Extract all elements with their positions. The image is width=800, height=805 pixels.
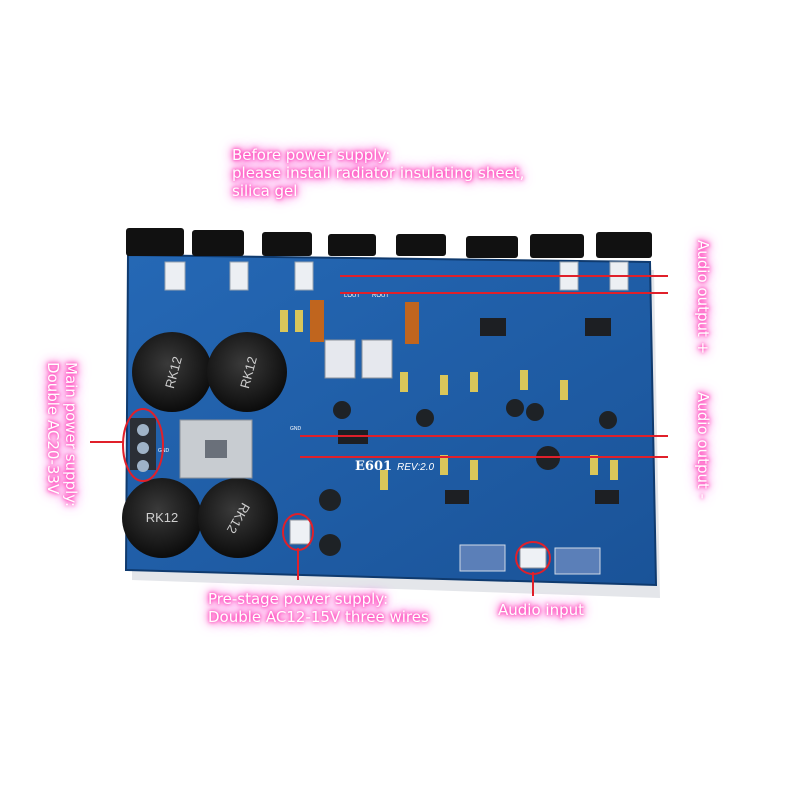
power-transistors bbox=[126, 228, 652, 258]
filter-capacitors: RK12 RK12 RK12 RK12 bbox=[122, 332, 287, 558]
svg-text:LOUT: LOUT bbox=[344, 293, 360, 299]
small-components bbox=[280, 310, 618, 490]
main-power-terminal bbox=[130, 418, 156, 472]
svg-text:GND: GND bbox=[290, 426, 302, 432]
audio-output-plus-note: Audio output + bbox=[694, 240, 712, 355]
heatsink-note: Before power supply: please install radi… bbox=[232, 146, 525, 200]
audio-output-minus-note: Audio output - bbox=[694, 392, 712, 500]
svg-text:ROUT: ROUT bbox=[372, 293, 389, 299]
svg-text:RK12: RK12 bbox=[146, 510, 179, 525]
ic-chips bbox=[338, 318, 619, 504]
pointer-lines bbox=[90, 275, 668, 596]
board-revision-label: REV:2.0 bbox=[397, 462, 434, 473]
main-power-note: Main power supply: Double AC20-33V bbox=[44, 362, 80, 508]
prestage-connector bbox=[289, 519, 311, 545]
audio-input-note: Audio input bbox=[498, 601, 584, 619]
board-model-label: E601 bbox=[355, 459, 392, 474]
audio-input-connector bbox=[519, 547, 547, 569]
prestage-power-note: Pre-stage power supply: Double AC12-15V … bbox=[208, 590, 429, 626]
